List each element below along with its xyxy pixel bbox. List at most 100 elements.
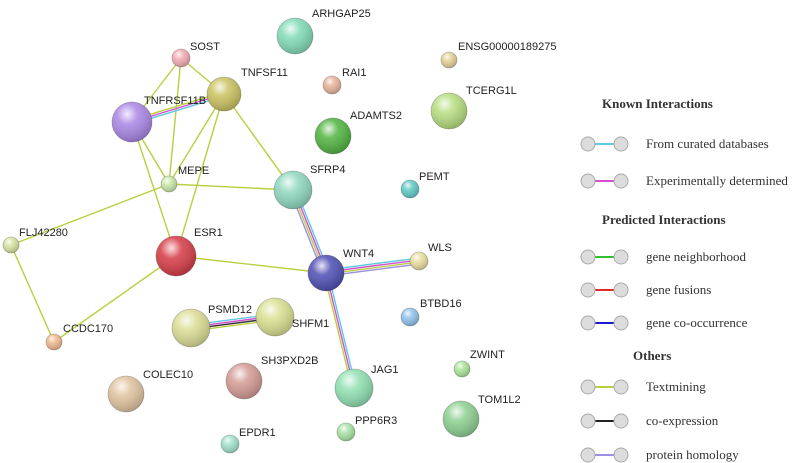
legend-bead-right [613,447,629,463]
node-gloss [401,180,419,198]
legend-bead-left [580,413,596,429]
edge-sost-mepe [168,57,182,185]
legend-bead-right [613,282,629,298]
node-wnt4[interactable]: WNT4 [307,248,374,292]
node-label: TNFSF11 [241,67,288,79]
node-arhgap25[interactable]: ARHGAP25 [276,8,371,55]
node-label: ENSG00000189275 [458,41,556,53]
legend-bead-left [580,379,596,395]
legend-item-textmining: Textmining [580,379,706,395]
node-sh3pxd2b[interactable]: SH3PXD2B [225,355,318,400]
node-sfrp4[interactable]: SFRP4 [273,164,345,210]
node-sost[interactable]: SOST [171,41,220,68]
legend-bead-right [613,315,629,331]
node-label: BTBD16 [420,298,462,310]
node-gloss [441,52,457,68]
legend-item-fusion: gene fusions [580,282,711,298]
node-label: FLJ42280 [19,227,68,239]
node-label: ESR1 [194,227,223,239]
edge-mepe-flj42280 [10,183,170,246]
node-ppp6r3[interactable]: PPP6R3 [336,415,397,442]
legend-bead-left [580,136,596,152]
node-gloss [337,423,355,441]
node-jag1[interactable]: JAG1 [334,364,399,408]
node-btbd16[interactable]: BTBD16 [400,298,462,327]
node-gloss [108,376,144,412]
legend-heading-others: Others [633,348,671,363]
node-psmd12[interactable]: PSMD12 [171,304,252,348]
legend-bead-left [580,282,596,298]
node-label: COLEC10 [143,369,193,381]
node-tcerg1l[interactable]: TCERG1L [430,85,517,130]
node-label: JAG1 [371,364,399,376]
node-gloss [172,49,190,67]
legend-label-neighborhood: gene neighborhood [646,249,747,264]
legend-bead-left [580,447,596,463]
node-gloss [454,361,470,377]
edge-wnt4-jag1 [327,272,357,388]
legend-item-experimental: Experimentally determined [580,173,788,189]
legend-heading-known: Known Interactions [602,96,713,111]
edge-tnfsf11-esr1 [175,93,225,257]
node-flj42280[interactable]: FLJ42280 [2,227,68,254]
node-tnfsf11[interactable]: TNFSF11 [206,67,288,112]
node-gloss [221,435,239,453]
node-gloss [323,76,341,94]
node-epdr1[interactable]: EPDR1 [220,427,276,454]
node-label: ARHGAP25 [312,8,371,20]
node-gloss [274,171,312,209]
legend: Known Interactions From curated database… [580,96,788,463]
node-label: SOST [190,41,220,53]
edge-mepe-sfrp4 [168,183,294,191]
node-wls[interactable]: WLS [409,242,452,271]
node-label: PEMT [419,171,450,183]
node-gloss [308,255,344,291]
node-rai1[interactable]: RAI1 [322,67,366,95]
node-gloss [156,236,196,276]
node-gloss [315,118,351,154]
node-gloss [256,298,294,336]
node-label: TOM1L2 [478,394,521,406]
node-shfm1[interactable]: SHFM1 [255,297,329,337]
node-gloss [410,252,428,270]
legend-label-coexpression: co-expression [646,413,719,428]
node-label: PSMD12 [208,304,252,316]
legend-bead-right [613,379,629,395]
edge-wnt4-jag1 [325,272,355,389]
node-gloss [161,176,177,192]
edge-esr1-ccdc170 [53,255,177,343]
node-zwint[interactable]: ZWINT [453,349,505,378]
node-label: PPP6R3 [355,415,397,427]
node-label: ZWINT [470,349,505,361]
node-gloss [3,237,19,253]
legend-bead-right [613,173,629,189]
edge-tnfrsf11b-esr1 [131,121,177,257]
node-label: TCERG1L [466,85,517,97]
node-esr1[interactable]: ESR1 [155,227,223,277]
legend-label-homology: protein homology [646,447,739,462]
edge-esr1-wnt4 [175,255,327,274]
node-gloss [207,77,241,111]
node-adamts2[interactable]: ADAMTS2 [314,110,402,155]
legend-heading-predicted: Predicted Interactions [602,212,726,227]
node-gloss [401,308,419,326]
edge-wnt4-jag1 [323,273,353,389]
node-mepe[interactable]: MEPE [160,165,209,193]
legend-item-curated: From curated databases [580,136,769,152]
node-label: CCDC170 [63,323,113,335]
node-ccdc170[interactable]: CCDC170 [45,323,113,351]
node-pemt[interactable]: PEMT [400,171,450,199]
node-label: SH3PXD2B [261,355,318,367]
edge-tnfsf11-sfrp4 [223,93,294,191]
node-colec10[interactable]: COLEC10 [107,369,193,413]
node-gloss [277,18,313,54]
node-ensg00000189275[interactable]: ENSG00000189275 [440,41,556,69]
node-label: SHFM1 [292,318,329,330]
node-tom1l2[interactable]: TOM1L2 [442,394,521,438]
node-gloss [226,363,262,399]
legend-item-cooccurrence: gene co-occurrence [580,315,748,331]
node-tnfrsf11b[interactable]: TNFRSF11B [111,95,206,143]
node-gloss [443,401,479,437]
